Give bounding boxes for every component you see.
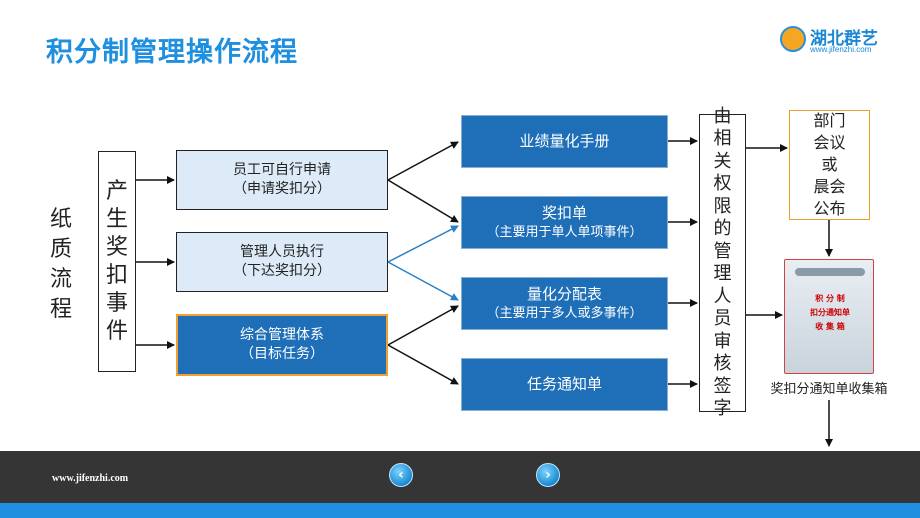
announce-box: 部门 会议 或 晨会 公布	[789, 110, 870, 220]
paper-flow-char: 质	[49, 237, 72, 262]
paper-flow-char: 流	[49, 267, 72, 292]
source-line2: （下达奖扣分）	[233, 263, 331, 279]
arrow-s1-f2	[387, 179, 459, 223]
review-char: 管	[713, 240, 732, 262]
logo-url: www.jifenzhi.com	[810, 45, 872, 54]
form-performance-manual: 业绩量化手册	[461, 115, 668, 168]
review-char: 由	[713, 105, 732, 127]
form-label: 量化分配表	[526, 284, 602, 303]
source-employee-apply: 员工可自行申请 （申请奖扣分）	[176, 150, 388, 210]
announce-line: 会议	[813, 133, 846, 152]
form-label: 任务通知单	[526, 375, 602, 393]
source-line1: 员工可自行申请	[233, 162, 331, 178]
generate-char: 事	[105, 290, 128, 316]
box-label-line: 积 分 制	[815, 294, 845, 303]
paper-flow-char: 程	[49, 297, 72, 322]
prev-button[interactable]: ‹	[389, 463, 413, 487]
review-char: 限	[713, 195, 732, 217]
form-label: 奖扣单	[541, 203, 587, 222]
footer-strip	[0, 503, 920, 518]
form-label: 业绩量化手册	[519, 132, 610, 150]
arrow-s3-f3	[387, 305, 459, 346]
chevron-right-icon: ›	[545, 467, 551, 483]
review-char: 签	[713, 375, 732, 397]
form-task-notice: 任务通知单	[461, 358, 668, 411]
box-label-line: 收 集 箱	[815, 322, 845, 331]
review-char: 权	[713, 173, 732, 194]
announce-line: 公布	[813, 199, 846, 218]
footer-bar	[0, 451, 920, 503]
next-button[interactable]: ›	[536, 463, 560, 487]
generate-events-box: 产 生 奖 扣 事 件	[98, 151, 136, 372]
review-char: 人	[713, 285, 732, 307]
logo: 湖北群艺 www.jifenzhi.com	[780, 24, 900, 58]
logo-name: 湖北群艺	[810, 29, 878, 49]
form-quantified-allocation: 量化分配表 （主要用于多人或多事件）	[461, 277, 668, 330]
logo-icon	[780, 26, 806, 52]
review-sign-box: 由 相 关 权 限 的 管 理 人 员 审 核 签 字	[699, 106, 746, 419]
arrow-s2-f2	[387, 225, 459, 263]
generate-char: 生	[105, 206, 128, 232]
announce-line: 部门	[813, 111, 846, 130]
chevron-left-icon: ‹	[398, 467, 404, 483]
arrow-s3-f4	[387, 344, 459, 385]
source-line2: （申请奖扣分）	[233, 181, 331, 197]
form-reward-deduct-slip: 奖扣单 （主要用于单人单项事件）	[461, 196, 668, 249]
generate-char: 扣	[105, 262, 128, 288]
review-char: 的	[713, 218, 732, 239]
review-char: 理	[713, 263, 732, 284]
box-label: 积 分 制 扣分通知单 收 集 箱	[799, 292, 861, 334]
source-management-system: 综合管理体系 （目标任务）	[176, 314, 388, 376]
form-sublabel: （主要用于多人或多事件）	[486, 305, 643, 321]
review-char: 员	[713, 308, 732, 329]
arrow-s2-f3	[387, 261, 459, 301]
source-line1: 综合管理体系	[240, 327, 324, 343]
review-char: 关	[713, 150, 732, 172]
arrow-s1-f1	[387, 141, 459, 181]
form-sublabel: （主要用于单人单项事件）	[486, 224, 643, 240]
announce-line: 晨会	[813, 177, 846, 196]
box-slot	[795, 268, 865, 276]
source-line1: 管理人员执行	[240, 244, 324, 260]
generate-char: 产	[105, 178, 128, 204]
generate-char: 件	[105, 318, 128, 344]
collection-box-caption: 奖扣分通知单收集箱	[770, 382, 888, 397]
source-line2: （目标任务）	[240, 346, 324, 362]
paper-flow-char: 纸	[49, 207, 72, 232]
paper-flow-label: 纸 质 流 程	[46, 205, 76, 325]
source-manager-execute: 管理人员执行 （下达奖扣分）	[176, 232, 388, 292]
announce-line: 或	[821, 155, 838, 174]
review-char: 字	[713, 398, 732, 419]
review-char: 审	[713, 330, 732, 352]
box-label-line: 扣分通知单	[810, 308, 850, 317]
review-char: 核	[713, 353, 732, 374]
page-title: 积分制管理操作流程	[46, 37, 298, 68]
generate-char: 奖	[105, 234, 128, 260]
footer-url: www.jifenzhi.com	[52, 473, 129, 484]
review-char: 相	[713, 128, 732, 149]
collection-box-image: 积 分 制 扣分通知单 收 集 箱	[784, 259, 874, 374]
